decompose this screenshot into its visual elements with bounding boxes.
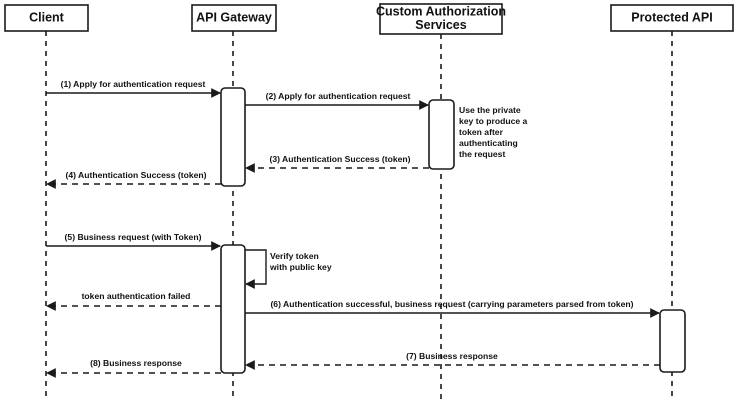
participant-label-client: Client: [29, 10, 65, 24]
message-msg-4[interactable]: (4) Authentication Success (token): [46, 170, 221, 189]
participant-head-api-gateway[interactable]: API Gateway: [191, 4, 277, 32]
message-label-msg-5: (5) Business request (with Token): [65, 232, 202, 242]
messages-layer: (1) Apply for authentication request (2) …: [46, 79, 660, 378]
message-label-msg-7: (7) Business response: [406, 351, 498, 361]
message-msg-token-failed[interactable]: token authentication failed: [46, 291, 221, 311]
self-message-label-self-verify-token: Verify token: [270, 251, 319, 261]
participant-label-protected-api: Protected API: [631, 10, 713, 24]
activation-authsvc: [428, 99, 455, 170]
participant-box-protected-api[interactable]: [610, 4, 734, 32]
activation-gateway-auth: [220, 87, 246, 187]
message-msg-3[interactable]: (3) Authentication Success (token): [245, 154, 429, 173]
participant-label-custom-authorization-services: Custom Authorization: [376, 5, 506, 19]
message-label-msg-4: (4) Authentication Success (token): [65, 170, 206, 180]
message-label-msg-1: (1) Apply for authentication request: [61, 79, 206, 89]
message-msg-7[interactable]: (7) Business response: [245, 351, 660, 370]
message-label-msg-2: (2) Apply for authentication request: [266, 91, 411, 101]
activations-layer: [220, 87, 686, 374]
message-label-msg-token-failed: token authentication failed: [82, 291, 191, 301]
participant-heads-layer: Client API Gateway Custom AuthorizationSer…: [4, 3, 734, 35]
self-message-label-self-verify-token: with public key: [269, 262, 332, 272]
message-msg-6[interactable]: (6) Authentication successful, business …: [245, 299, 660, 318]
participant-label-api-gateway: API Gateway: [196, 10, 272, 24]
message-msg-2[interactable]: (2) Apply for authentication request: [245, 91, 429, 110]
participant-label-custom-authorization-services: Services: [415, 18, 466, 32]
message-label-msg-8: (8) Business response: [90, 358, 182, 368]
note-label-note-private-key: Use the private: [459, 105, 521, 115]
note-label-note-private-key: the request: [459, 149, 505, 159]
participant-head-protected-api[interactable]: Protected API: [610, 4, 734, 32]
participant-head-client[interactable]: Client: [4, 4, 89, 32]
participant-box-custom-authorization-services[interactable]: [379, 3, 503, 35]
participant-box-api-gateway[interactable]: [191, 4, 277, 32]
activation-gateway-business: [220, 244, 246, 374]
participant-box-client[interactable]: [4, 4, 89, 32]
message-label-msg-3: (3) Authentication Success (token): [269, 154, 410, 164]
message-msg-8[interactable]: (8) Business response: [46, 358, 221, 378]
activation-protected-api: [659, 309, 686, 373]
message-msg-5[interactable]: (5) Business request (with Token): [46, 232, 221, 251]
note-label-note-private-key: token after: [459, 127, 504, 137]
note-label-note-private-key: key to produce a: [459, 116, 528, 126]
self-message-path-self-verify-token[interactable]: [245, 249, 267, 289]
message-label-msg-6: (6) Authentication successful, business …: [270, 299, 633, 309]
message-msg-1[interactable]: (1) Apply for authentication request: [46, 79, 221, 98]
note-label-note-private-key: authenticating: [459, 138, 518, 148]
